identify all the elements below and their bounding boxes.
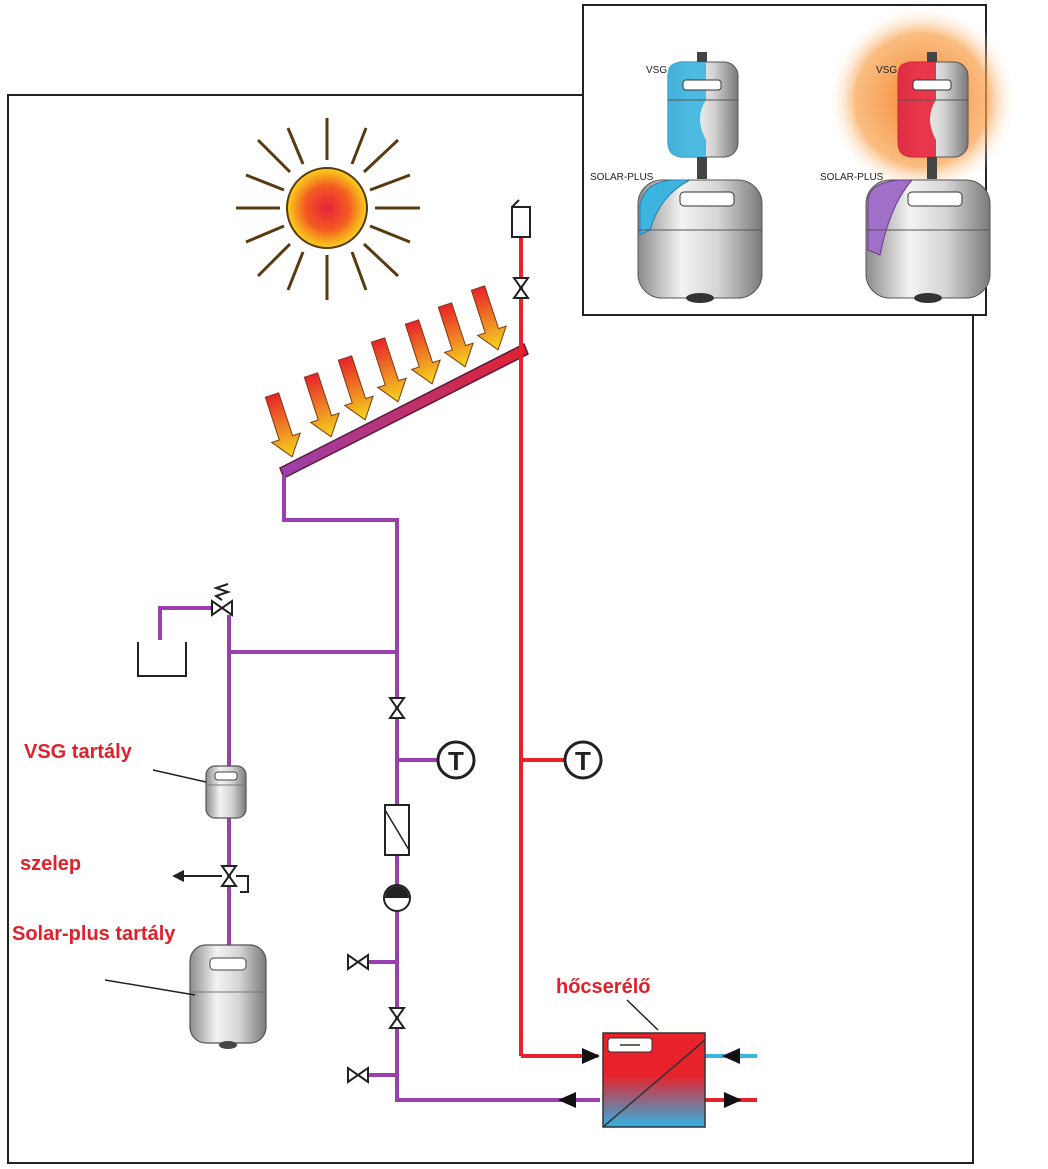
thermometer-symbol: T (448, 746, 464, 776)
heat-exchanger-label: hőcserélő (556, 976, 650, 998)
valve-icon (388, 697, 406, 719)
valve-icon (388, 1007, 406, 1029)
inset-vsg-label-right: VSG (876, 65, 897, 76)
drain-bucket (137, 642, 187, 677)
hot-tank-pair: VSG SOLAR-PLUS (820, 52, 991, 303)
expansion-tank-icon (104, 944, 267, 1049)
pump-icon (383, 884, 411, 912)
drain-valve-icon (347, 1066, 369, 1084)
sun-ray-arrows (264, 285, 507, 458)
expansion-tank-icon (152, 765, 247, 819)
thermometer-symbol: T (575, 746, 591, 776)
flow-arrows (558, 1048, 742, 1108)
vsg-tank-label: VSG tartály (24, 741, 133, 763)
cold-tank-pair: VSG SOLAR-PLUS (590, 52, 763, 303)
valve-icon (512, 277, 530, 299)
safety-valve-icon (211, 583, 233, 617)
main-frame (7, 94, 974, 1164)
solar-collector-icon (279, 342, 529, 480)
valve-label: szelep (20, 853, 81, 875)
heat-exchanger-icon (602, 999, 706, 1128)
hot-pipes (519, 236, 757, 1102)
flow-meter-icon (384, 804, 410, 856)
sun-icon (236, 118, 420, 300)
air-vent-icon (511, 199, 531, 238)
thermometer-icon: T (436, 740, 476, 780)
thermometer-icon: T (563, 740, 603, 780)
inset-solar-plus-label-right: SOLAR-PLUS (820, 172, 884, 183)
drain-valve-icon (347, 953, 369, 971)
inset-panel: VSG SOLAR-PLUS VSG SOLAR-PLUS (582, 4, 1017, 316)
solar-plus-tank-label: Solar-plus tartály (12, 923, 176, 945)
valve-with-handle-icon (172, 865, 249, 893)
inset-solar-plus-label-left: SOLAR-PLUS (590, 172, 654, 183)
inset-vsg-label-left: VSG (646, 65, 667, 76)
